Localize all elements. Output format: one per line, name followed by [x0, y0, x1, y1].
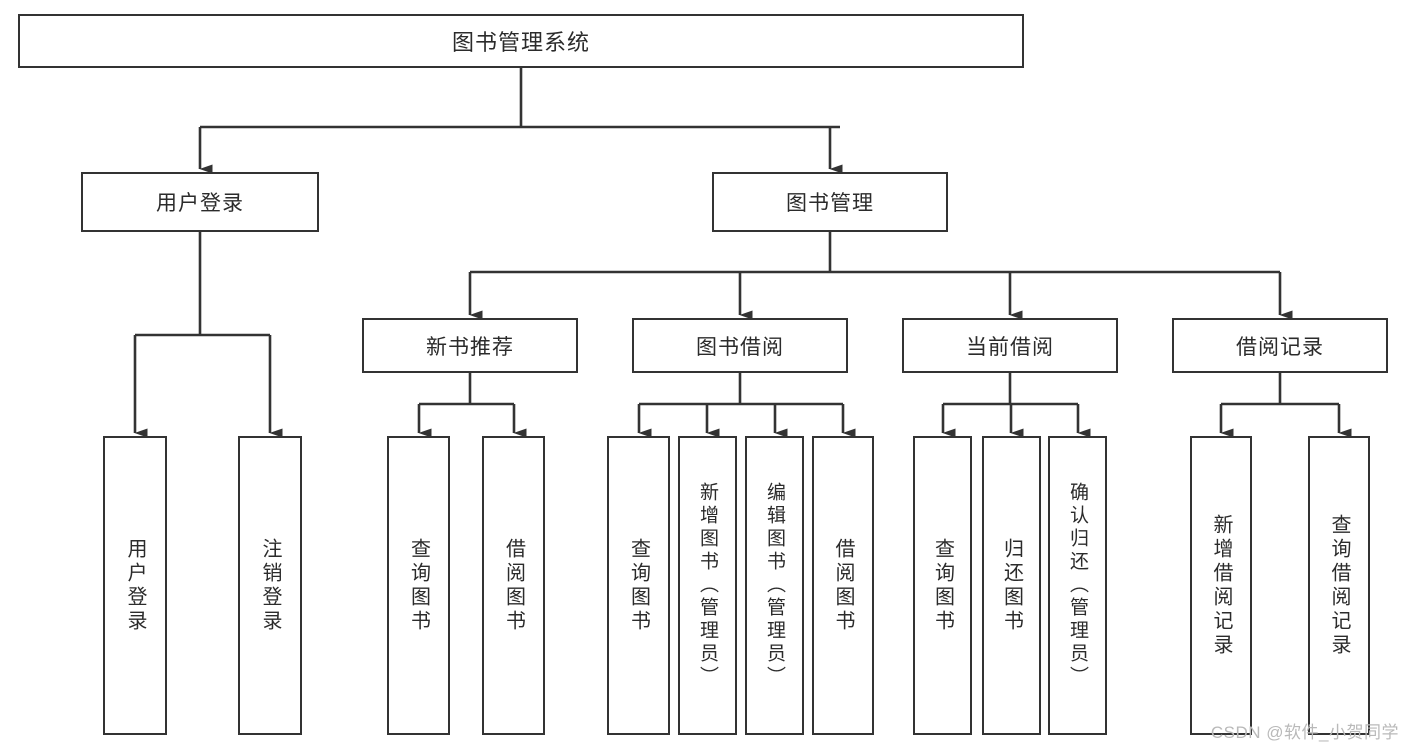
- node-level3-0[interactable]: 新书推荐: [362, 318, 578, 373]
- node-label: 用户登录: [156, 192, 244, 215]
- node-leaf-1[interactable]: 注销登录: [238, 436, 302, 735]
- node-label-vertical: 新增借阅记录: [1210, 513, 1232, 658]
- node-label-vertical: 查询借阅记录: [1328, 513, 1350, 658]
- node-label-vertical: 归还图书: [1000, 537, 1023, 634]
- node-leaf-6[interactable]: 编辑图书（管理员）: [745, 436, 804, 735]
- node-leaf-12[interactable]: 查询借阅记录: [1308, 436, 1370, 735]
- node-label: 图书管理系统: [451, 30, 590, 55]
- node-level2-1[interactable]: 图书管理: [712, 172, 948, 232]
- node-label: 当前借阅: [966, 335, 1054, 359]
- node-leaf-9[interactable]: 归还图书: [982, 436, 1041, 735]
- node-label-vertical: 查询图书: [407, 537, 430, 634]
- node-label-vertical: 借阅图书: [502, 537, 525, 634]
- node-level3-1[interactable]: 图书借阅: [632, 318, 848, 373]
- node-leaf-2[interactable]: 查询图书: [387, 436, 450, 735]
- node-label: 借阅记录: [1236, 335, 1324, 359]
- node-level2-0[interactable]: 用户登录: [81, 172, 319, 232]
- node-leaf-3[interactable]: 借阅图书: [482, 436, 545, 735]
- node-label-vertical: 编辑图书（管理员）: [764, 482, 785, 689]
- node-leaf-4[interactable]: 查询图书: [607, 436, 670, 735]
- node-label-vertical: 确认归还（管理员）: [1067, 482, 1088, 689]
- node-label-vertical: 借阅图书: [832, 537, 854, 634]
- node-level3-3[interactable]: 借阅记录: [1172, 318, 1388, 373]
- node-label-vertical: 新增图书（管理员）: [697, 482, 718, 689]
- node-label-vertical: 注销登录: [259, 537, 281, 634]
- node-leaf-8[interactable]: 查询图书: [913, 436, 972, 735]
- node-label-vertical: 用户登录: [124, 537, 146, 634]
- node-level3-2[interactable]: 当前借阅: [902, 318, 1118, 373]
- node-leaf-5[interactable]: 新增图书（管理员）: [678, 436, 737, 735]
- node-label: 新书推荐: [426, 335, 514, 359]
- node-label: 图书借阅: [696, 335, 784, 359]
- node-label-vertical: 查询图书: [627, 537, 650, 634]
- node-leaf-11[interactable]: 新增借阅记录: [1190, 436, 1252, 735]
- node-leaf-0[interactable]: 用户登录: [103, 436, 167, 735]
- node-label-vertical: 查询图书: [931, 537, 954, 634]
- node-label: 图书管理: [786, 192, 874, 215]
- node-leaf-10[interactable]: 确认归还（管理员）: [1048, 436, 1107, 735]
- node-leaf-7[interactable]: 借阅图书: [812, 436, 874, 735]
- node-root-system[interactable]: 图书管理系统: [18, 14, 1024, 68]
